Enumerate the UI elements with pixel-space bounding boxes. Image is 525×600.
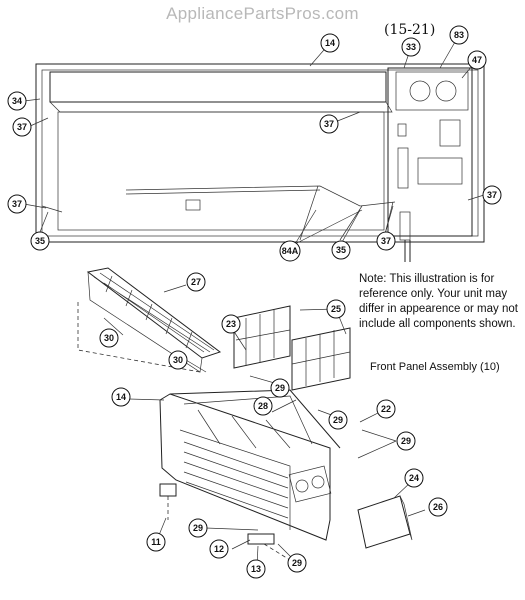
svg-text:29: 29 [275,383,285,393]
svg-text:84A: 84A [282,246,299,256]
series-label: (15-21) [384,22,436,38]
callout-83: 83 [449,25,469,45]
control-box [387,67,473,262]
filter-frame [77,302,201,373]
svg-text:30: 30 [173,355,183,365]
svg-text:11: 11 [151,537,161,547]
svg-text:47: 47 [472,55,482,65]
access-door-26 [357,495,413,549]
callout-22: 22 [376,399,396,419]
svg-text:13: 13 [251,564,261,574]
svg-text:35: 35 [336,245,346,255]
callout-30-a: 30 [99,328,119,348]
watermark: AppliancePartsPros.com [166,4,359,23]
svg-text:29: 29 [401,436,411,446]
svg-text:37: 37 [17,122,27,132]
svg-text:29: 29 [292,558,302,568]
svg-text:29: 29 [193,523,203,533]
callout-37-b: 37 [319,114,339,134]
svg-text:28: 28 [258,401,268,411]
callout-47: 47 [467,50,487,70]
front-grille-27 [86,267,222,373]
callout-30-b: 30 [168,350,188,370]
callout-14-bottom: 14 [111,387,131,407]
front-panel-body [159,389,341,541]
callout-24: 24 [404,468,424,488]
svg-text:37: 37 [381,236,391,246]
leader-lines [23,34,485,567]
svg-text:14: 14 [116,392,126,402]
svg-text:35: 35 [35,236,45,246]
callout-25: 25 [326,299,346,319]
callouts: 14 33 83 34 47 37 37 37 37 35 84A 35 37 … [7,25,502,579]
callout-14-top: 14 [320,33,340,53]
callout-28: 28 [253,396,273,416]
air-filter-right [291,327,351,391]
chassis-assembly [35,63,485,262]
callout-29-c: 29 [396,431,416,451]
svg-text:22: 22 [381,404,391,414]
assembly-label: Front Panel Assembly (10) [370,361,500,373]
svg-text:26: 26 [433,502,443,512]
svg-text:12: 12 [214,544,224,554]
callout-27: 27 [186,272,206,292]
svg-text:23: 23 [226,319,236,329]
callout-37-d: 37 [482,185,502,205]
callout-29-b: 29 [328,410,348,430]
svg-text:14: 14 [325,38,335,48]
callout-35-b: 35 [331,240,351,260]
svg-text:24: 24 [409,473,419,483]
note-text: Note: This illustration is for reference… [359,273,518,330]
callout-23: 23 [221,314,241,334]
callout-37-a: 37 [12,117,32,137]
callout-84a: 84A [279,240,301,262]
callout-26: 26 [428,497,448,517]
svg-text:29: 29 [333,415,343,425]
callout-33: 33 [401,37,421,57]
air-filter-left [233,305,291,369]
callout-37-c: 37 [7,194,27,214]
callout-13: 13 [246,559,266,579]
callout-29-a: 29 [270,378,290,398]
svg-text:27: 27 [191,277,201,287]
svg-text:37: 37 [324,119,334,129]
top-coil-grille [49,71,393,113]
callout-37-e: 37 [376,231,396,251]
callout-35-a: 35 [30,231,50,251]
callout-29-d: 29 [188,518,208,538]
callout-11: 11 [146,532,166,552]
callout-29-e: 29 [287,553,307,573]
svg-text:83: 83 [454,30,464,40]
svg-text:37: 37 [487,190,497,200]
svg-text:37: 37 [12,199,22,209]
svg-text:33: 33 [406,42,416,52]
callout-34: 34 [7,91,27,111]
svg-text:34: 34 [12,96,22,106]
callout-12: 12 [209,539,229,559]
svg-text:25: 25 [331,304,341,314]
small-parts [159,483,291,561]
svg-text:30: 30 [104,333,114,343]
